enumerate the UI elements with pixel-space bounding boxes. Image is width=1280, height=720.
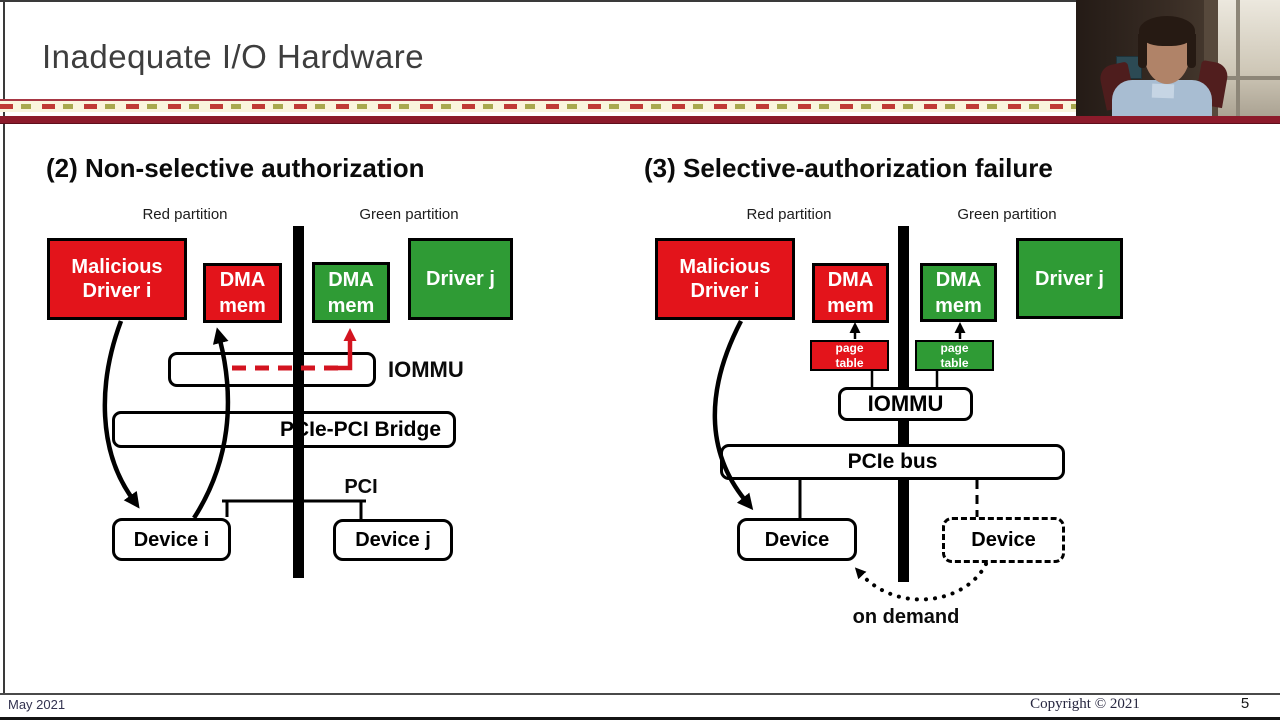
right-iommu-box: IOMMU bbox=[838, 387, 973, 421]
right-dma-mem-red-box: DMA mem bbox=[812, 263, 889, 323]
left-iommu-box bbox=[168, 352, 376, 387]
left-pcie-pci-bridge-box: PCIe-PCI Bridge bbox=[112, 411, 456, 448]
left-red-partition-label: Red partition bbox=[142, 206, 228, 223]
left-device-i-box: Device i bbox=[112, 518, 231, 561]
left-diagram-heading: (2) Non-selective authorization bbox=[46, 153, 425, 183]
footer-date: May 2021 bbox=[8, 697, 66, 712]
webcam-presenter-hair-left bbox=[1138, 34, 1147, 68]
right-dma-mem-green-box: DMA mem bbox=[920, 263, 997, 322]
right-page-table-green-box: page table bbox=[915, 340, 994, 371]
separator-thin-line bbox=[0, 99, 1076, 101]
slide-border-top bbox=[0, 0, 1280, 2]
webcam-video bbox=[1076, 0, 1280, 116]
right-driver-j-box: Driver j bbox=[1016, 238, 1123, 319]
right-partition-bar-mid bbox=[898, 421, 909, 444]
right-device-box: Device bbox=[737, 518, 857, 561]
webcam-window-frame-horizontal bbox=[1218, 76, 1280, 80]
footer-divider bbox=[0, 693, 1280, 695]
separator-thick-line bbox=[0, 116, 1280, 124]
left-pci-label: PCI bbox=[344, 476, 378, 498]
webcam-presenter-hair bbox=[1139, 16, 1195, 46]
on-demand-dotted-arrow bbox=[854, 562, 988, 602]
webcam-window-frame-vertical bbox=[1236, 0, 1240, 116]
left-driver-j-box: Driver j bbox=[408, 238, 513, 320]
right-diagram-heading: (3) Selective-authorization failure bbox=[644, 153, 1053, 183]
slide-border-left bbox=[3, 0, 5, 694]
slide-border-bottom bbox=[0, 717, 1280, 720]
webcam-presenter-hair-right bbox=[1187, 34, 1196, 68]
slide-title: Inadequate I/O Hardware bbox=[42, 38, 425, 75]
right-page-table-red-box: page table bbox=[810, 340, 889, 371]
separator-dashes bbox=[0, 104, 1076, 109]
left-dma-mem-green-box: DMA mem bbox=[312, 262, 390, 323]
webcam-presenter-collar bbox=[1151, 83, 1175, 99]
left-iommu-label: IOMMU bbox=[388, 357, 464, 382]
webcam-window bbox=[1218, 0, 1280, 116]
right-partition-bar-bottom bbox=[898, 480, 909, 582]
right-pcie-bus-box: PCIe bus bbox=[720, 444, 1065, 480]
right-red-partition-label: Red partition bbox=[746, 206, 832, 223]
footer-copyright: Copyright © 2021 bbox=[1030, 696, 1140, 712]
right-device-dashed-box: Device bbox=[942, 517, 1065, 563]
footer-page-number: 5 bbox=[1240, 695, 1250, 712]
left-driver-to-device-arrow bbox=[102, 320, 140, 509]
right-malicious-driver-box: Malicious Driver i bbox=[655, 238, 795, 320]
left-device-j-box: Device j bbox=[333, 519, 453, 561]
right-partition-bar-top bbox=[898, 226, 909, 387]
left-green-partition-label: Green partition bbox=[359, 206, 459, 223]
separator-dashed-band bbox=[0, 101, 1076, 112]
left-dma-mem-red-box: DMA mem bbox=[203, 263, 282, 323]
right-green-partition-label: Green partition bbox=[957, 206, 1057, 223]
left-partition-bar bbox=[293, 226, 304, 578]
left-malicious-driver-box: Malicious Driver i bbox=[47, 238, 187, 320]
on-demand-label: on demand bbox=[852, 606, 960, 628]
